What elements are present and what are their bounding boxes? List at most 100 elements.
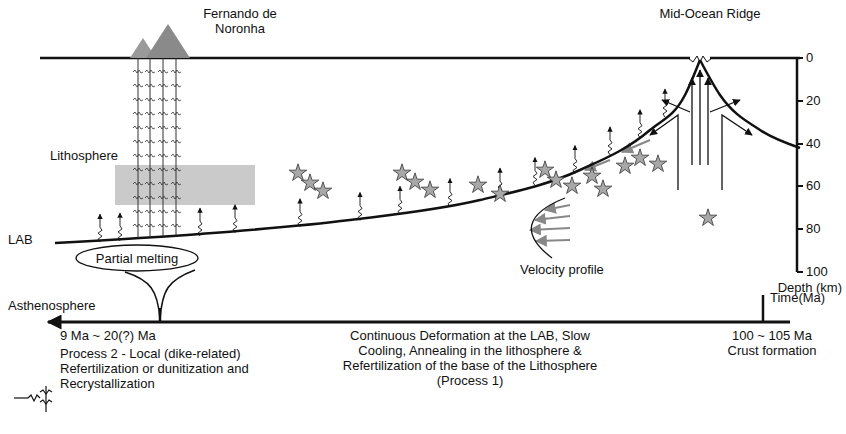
label: 20: [806, 93, 840, 108]
label: 100: [806, 264, 840, 279]
label: Fernando de Noronha: [190, 6, 290, 36]
dike-mark: [133, 70, 143, 73]
refertilization-arrow: [398, 186, 402, 214]
dike-mark: [171, 168, 181, 171]
dike-mark: [133, 112, 143, 115]
label: Continuous Deformation at the LAB, Slow …: [330, 328, 610, 388]
refertilization-arrow: [573, 146, 577, 174]
sample-star: [699, 209, 716, 226]
dike-mark: [171, 98, 181, 101]
sample-star: [649, 155, 666, 172]
dike-mark: [133, 168, 143, 171]
refertilization-arrow: [608, 127, 612, 155]
refertilization-arrow: [118, 213, 122, 241]
dike-mark: [171, 140, 181, 143]
dike-mark: [145, 168, 155, 171]
dike-mark: [171, 154, 181, 157]
melt-plume: [125, 270, 195, 320]
dike-mark: [145, 84, 155, 87]
label: Velocity profile: [520, 262, 630, 277]
refertilization-arrow: [638, 110, 642, 138]
lab-line: [700, 60, 800, 148]
dike-mark: [145, 126, 155, 129]
dike-mark: [158, 112, 168, 115]
refertilization-arrow: [198, 208, 202, 236]
refertilization-arrow: [298, 199, 302, 227]
dike-mark: [158, 182, 168, 185]
dike-mark: [145, 140, 155, 143]
sample-star: [469, 176, 486, 193]
refertilization-arrow: [448, 179, 452, 207]
sample-star: [594, 180, 611, 197]
label: Mid-Ocean Ridge: [640, 6, 780, 21]
dike-mark: [158, 210, 168, 213]
label: 40: [806, 136, 840, 151]
dike-mark: [145, 70, 155, 73]
dike-mark: [133, 210, 143, 213]
dike-mark: [158, 224, 168, 227]
label: Lithosphere: [50, 148, 130, 163]
label: 0: [806, 50, 840, 65]
sample-star: [393, 164, 410, 181]
grey-band: [115, 165, 255, 205]
dike-mark: [133, 84, 143, 87]
dike-mark: [145, 210, 155, 213]
sample-star: [631, 149, 648, 166]
lab-line: [55, 60, 700, 243]
sample-star: [583, 167, 600, 184]
dike-symbol: [14, 386, 52, 412]
dike-mark: [133, 182, 143, 185]
sample-star: [616, 157, 633, 174]
label: 100 ~ 105 Ma Crust formation: [722, 328, 822, 358]
dike-mark: [145, 154, 155, 157]
sample-star: [536, 161, 553, 178]
sample-star: [289, 164, 306, 181]
dike-mark: [171, 210, 181, 213]
sample-star: [421, 181, 438, 198]
label: Process 2 - Local (dike-related) Referti…: [60, 346, 275, 391]
dike-mark: [158, 140, 168, 143]
dike-mark: [171, 196, 181, 199]
label: LAB: [8, 232, 48, 247]
dike-mark: [133, 98, 143, 101]
dike-mark: [133, 196, 143, 199]
dike-mark: [133, 140, 143, 143]
dike-mark: [171, 224, 181, 227]
node-text: Partial melting: [96, 251, 178, 266]
dike-mark: [133, 154, 143, 157]
velocity-profile: [531, 198, 565, 258]
refertilization-arrow: [533, 158, 537, 186]
dike-mark: [158, 196, 168, 199]
dike-mark: [133, 126, 143, 129]
dike-mark: [171, 84, 181, 87]
dike-mark: [145, 224, 155, 227]
refertilization-arrow: [663, 89, 667, 117]
dike-mark: [158, 98, 168, 101]
dike-mark: [171, 112, 181, 115]
sample-star: [491, 185, 508, 202]
dike-mark: [171, 182, 181, 185]
dike-mark: [171, 70, 181, 73]
refertilization-arrow: [98, 214, 102, 242]
dike-mark: [133, 224, 143, 227]
dike-mark: [145, 112, 155, 115]
dike-mark: [158, 84, 168, 87]
label: Time(Ma): [770, 290, 840, 305]
dike-mark: [145, 98, 155, 101]
label: 80: [806, 221, 840, 236]
dike-mark: [145, 196, 155, 199]
sample-star: [563, 177, 580, 194]
label: Asthenosphere: [8, 298, 128, 313]
dike-mark: [158, 168, 168, 171]
label: 60: [806, 178, 840, 193]
sample-star: [547, 171, 564, 188]
label: 9 Ma ~ 20(?) Ma: [60, 328, 240, 343]
dike-mark: [158, 154, 168, 157]
refertilization-arrow: [233, 205, 237, 233]
dike-mark: [158, 70, 168, 73]
volcano: [146, 24, 190, 58]
melt-ellipse: Partial melting: [75, 244, 199, 272]
depth-axis: [796, 58, 799, 272]
sample-star: [314, 182, 331, 199]
refertilization-arrow: [358, 192, 362, 220]
